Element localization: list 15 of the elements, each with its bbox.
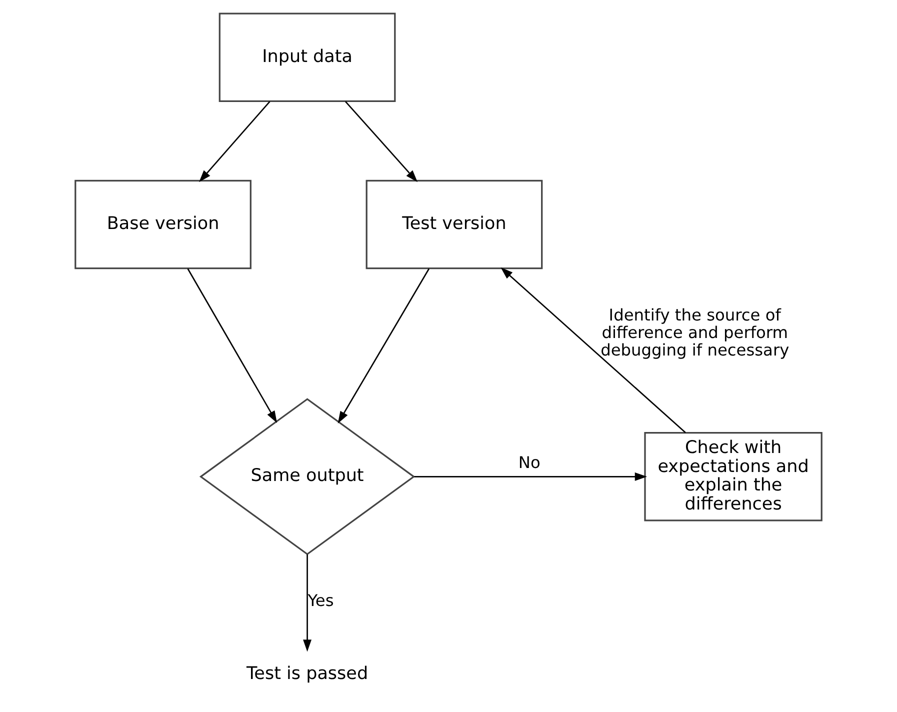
arrow (199, 101, 270, 182)
arrow (414, 472, 648, 481)
node-box: Input data (218, 12, 396, 102)
node-box: Check with expectations and explain the differences (644, 432, 822, 522)
arrow (187, 268, 278, 424)
edge-label: Identify the source of difference and perform debugging if necessary (600, 305, 790, 360)
edge-label: No (518, 453, 540, 472)
arrow (345, 101, 418, 182)
node-box: Base version (74, 180, 252, 270)
arrow (500, 267, 686, 434)
node-diamond: Same output (199, 398, 416, 556)
arrow (303, 554, 312, 652)
node-text: Test is passed (246, 664, 368, 684)
node-box: Test version (366, 180, 543, 270)
arrow (338, 268, 430, 424)
